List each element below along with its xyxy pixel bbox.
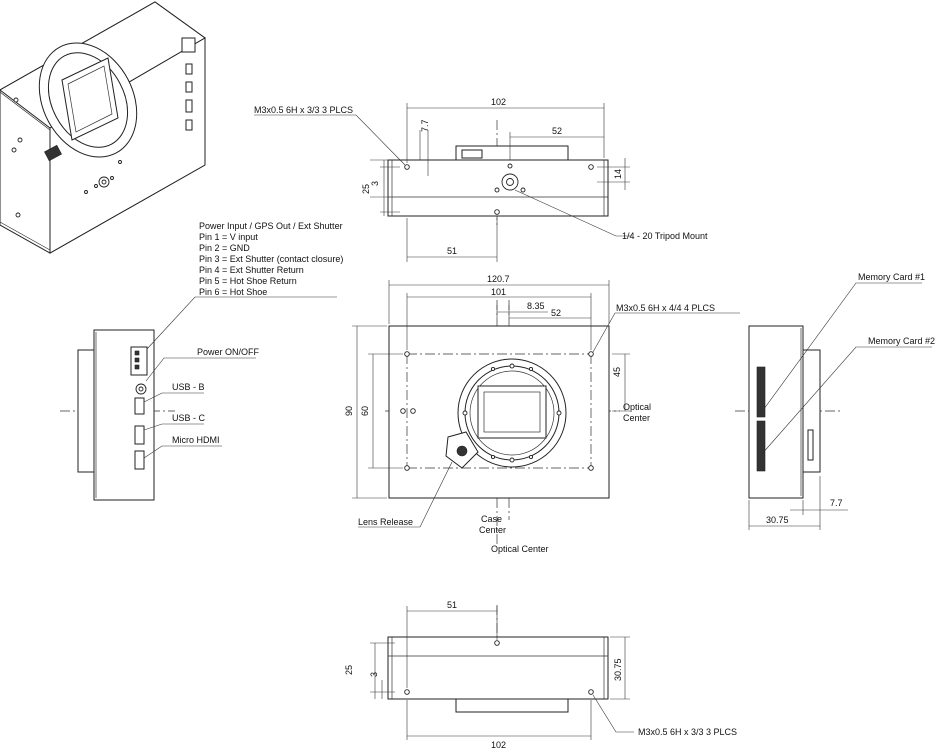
isometric-view [0,1,206,254]
usb-c-label: USB - C [172,413,206,423]
bottom-dim-51: 51 [447,600,457,610]
pin-4-label: Pin 4 = Ext Shutter Return [199,265,304,275]
usb-c-port-icon [134,425,145,445]
pin-2-label: Pin 2 = GND [199,243,250,253]
lens-release-label: Lens Release [358,517,413,527]
m3-hole-icon [404,164,410,170]
m3-hole-icon [588,689,594,695]
front-dim-52: 52 [551,308,561,318]
micro-hdmi-label: Micro HDMI [172,435,220,445]
power-on-off-label: Power ON/OFF [197,347,260,357]
right-side-view [735,282,932,530]
top-dim-width: 102 [491,97,506,107]
right-dim-7-7: 7.7 [830,498,843,508]
front-dim-120-7: 120.7 [487,274,510,284]
optical-center-right-line2: Center [623,413,650,423]
tripod-mount-label: 1/4 - 20 Tripod Mount [622,231,708,241]
top-thread-note: M3x0.5 6H x 3/3 3 PLCS [254,105,353,115]
usb-b-port-icon [134,397,145,415]
m3-hole-icon [404,465,410,471]
optical-center-bottom: Optical Center [491,544,549,554]
top-view [254,103,632,262]
front-dim-45: 45 [612,367,622,377]
bottom-thread-note: M3x0.5 6H x 3/3 3 PLCS [638,727,737,737]
front-dim-101: 101 [491,287,506,297]
usb-b-label: USB - B [172,382,205,392]
m3-hole-icon [494,209,500,215]
memory-card-2-slot-icon [756,420,766,472]
memory-card-1-label: Memory Card #1 [858,272,925,282]
memory-card-1-slot-icon [756,366,766,418]
m3-hole-icon [404,351,410,357]
m3-hole-icon [588,351,594,357]
bottom-view [370,605,634,740]
micro-hdmi-port-icon [134,450,145,470]
case-center-line1: Case [481,514,502,524]
top-dim-3: 3 [370,181,380,186]
pin-5-label: Pin 5 = Hot Shoe Return [199,276,297,286]
pin-3-label: Pin 3 = Ext Shutter (contact closure) [199,254,343,264]
m3-hole-icon [588,164,594,170]
top-dim-51: 51 [447,246,457,256]
top-dim-52: 52 [552,126,562,136]
front-dim-8-35: 8.35 [527,301,545,311]
connector-title: Power Input / GPS Out / Ext Shutter [199,221,343,231]
front-dim-90: 90 [344,406,354,416]
top-dim-7-7: 7.7 [420,119,430,132]
pin-1-label: Pin 1 = V input [199,232,258,242]
bottom-dim-102: 102 [491,740,506,750]
front-thread-note: M3x0.5 6H x 4/4 4 PLCS [616,303,715,313]
front-view [352,280,740,545]
optical-center-right-line1: Optical [623,402,651,412]
case-center-line2: Center [479,525,506,535]
right-dim-30-75: 30.75 [766,515,789,525]
bottom-dim-3: 3 [369,672,379,677]
pin-6-label: Pin 6 = Hot Shoe [199,287,267,297]
m3-hole-icon [588,465,594,471]
m3-hole-icon [404,689,410,695]
front-dim-60: 60 [360,406,370,416]
bottom-dim-30-75: 30.75 [613,658,623,681]
memory-card-2-label: Memory Card #2 [868,336,935,346]
left-side-view [60,296,337,501]
top-dim-25: 25 [361,184,371,194]
bottom-dim-25: 25 [344,665,354,675]
top-dim-14: 14 [613,169,623,179]
m3-hole-icon [494,640,500,646]
